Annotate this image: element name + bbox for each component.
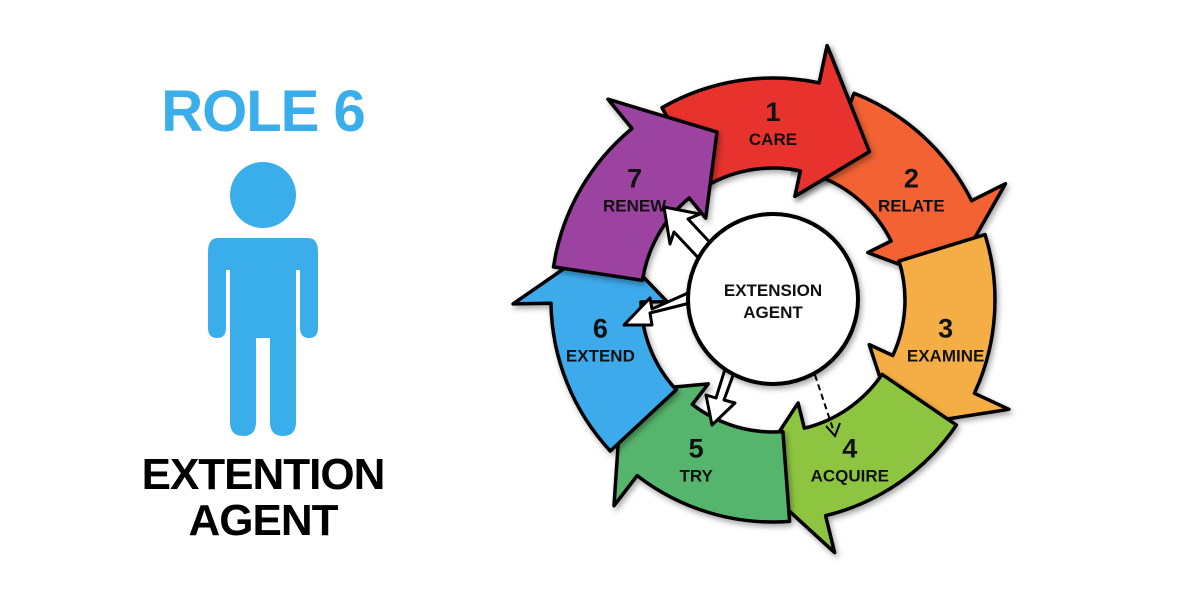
step-label: EXAMINE xyxy=(907,346,984,365)
step-label: EXTEND xyxy=(566,346,635,365)
double-arrow-try xyxy=(704,364,737,427)
arrow-try xyxy=(612,382,792,524)
arrow-examine xyxy=(867,232,1011,429)
arrow-acquire xyxy=(748,372,959,555)
dashed-arrow-head xyxy=(825,422,841,438)
step-number: 6 xyxy=(593,313,608,343)
caption-line-2: AGENT xyxy=(188,496,339,545)
step-number: 4 xyxy=(842,434,857,464)
dashed-arrow-acquire xyxy=(814,374,835,433)
step-label: RELATE xyxy=(878,197,945,216)
step-label: ACQUIRE xyxy=(811,467,889,486)
center-circle xyxy=(686,212,860,386)
step-number: 7 xyxy=(627,164,642,194)
arrow-extend xyxy=(511,237,678,453)
person-caption: EXTENTION AGENT xyxy=(100,452,426,544)
step-number: 3 xyxy=(938,313,953,343)
step-label: CARE xyxy=(749,130,797,149)
step-number: 2 xyxy=(904,164,919,194)
double-arrow-extend xyxy=(622,291,692,327)
step-number: 5 xyxy=(689,434,704,464)
center-label-line-2: AGENT xyxy=(743,303,803,322)
arrow-renew xyxy=(551,97,719,283)
person-icon xyxy=(208,162,318,436)
step-label: RENEW xyxy=(603,197,667,216)
caption-line-1: EXTENTION xyxy=(141,450,386,499)
arrow-relate xyxy=(819,91,1008,285)
role-title: ROLE 6 xyxy=(161,79,366,144)
center-label-line-1: EXTENSION xyxy=(724,281,822,300)
arrow-care-head xyxy=(773,43,872,199)
step-number: 1 xyxy=(765,97,780,127)
step-label: TRY xyxy=(680,467,714,486)
